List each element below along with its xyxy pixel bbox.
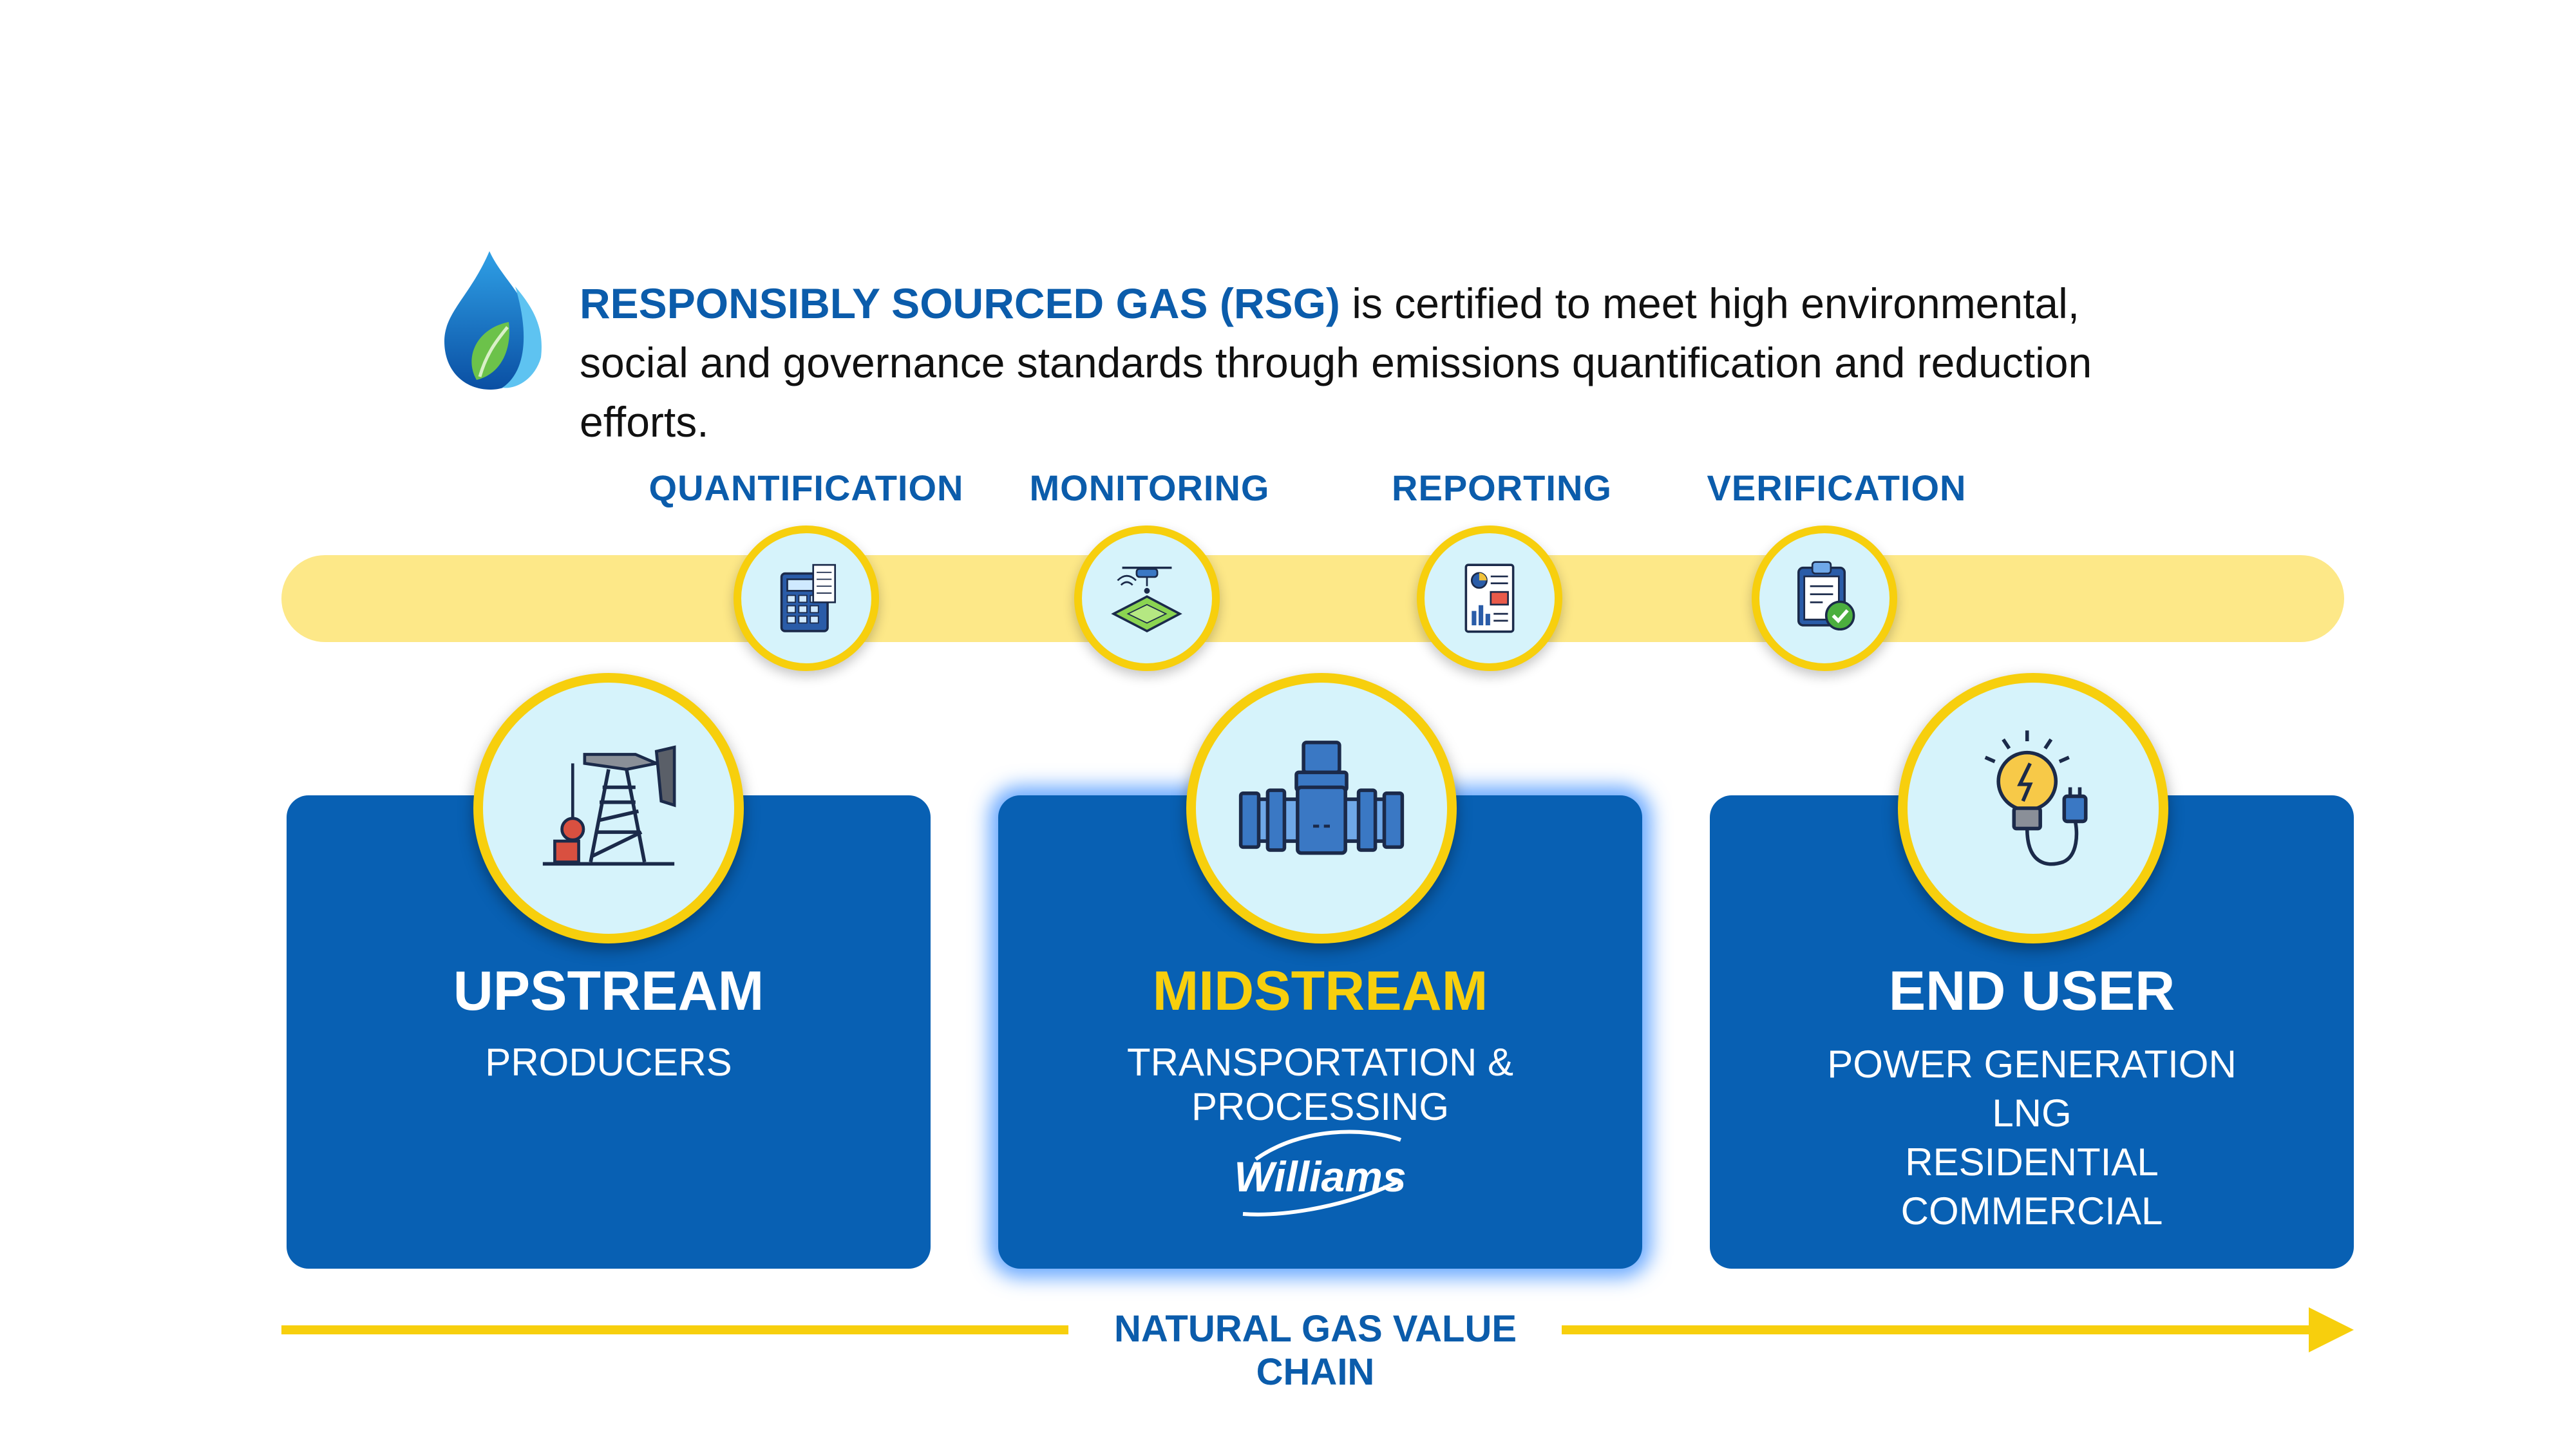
arrow-right-icon — [2309, 1307, 2354, 1352]
williams-logo: Williams — [1234, 1130, 1406, 1217]
stage-icon-circle-end-user — [1898, 673, 2168, 943]
process-track — [281, 555, 2344, 642]
value-chain-line-left — [281, 1325, 1068, 1334]
svg-text:Williams: Williams — [1234, 1153, 1406, 1200]
end-user-item-power-generation: POWER GENERATION — [1827, 1043, 2237, 1086]
stage-card-midstream: MIDSTREAM TRANSPORTATION & PROCESSING Wi… — [998, 795, 1642, 1269]
report-icon — [1464, 564, 1515, 633]
step-label-reporting: REPORTING — [1392, 468, 1612, 508]
stage-card-end-user: END USER POWER GENERATION LNG RESIDENTIA… — [1710, 795, 2354, 1269]
stage-subtitle-midstream: TRANSPORTATION & PROCESSING — [1126, 1041, 1514, 1128]
stage-title-upstream: UPSTREAM — [453, 960, 764, 1022]
rsg-description: is certified to meet high environmental,… — [580, 279, 2092, 446]
stage-icon-circle-upstream — [473, 673, 744, 943]
step-label-verification: VERIFICATION — [1707, 468, 1967, 508]
stage-title-midstream: MIDSTREAM — [1152, 960, 1488, 1022]
step-label-monitoring: MONITORING — [1029, 468, 1270, 508]
stage-items-end-user: POWER GENERATION LNG RESIDENTIAL COMMERC… — [1710, 1040, 2354, 1236]
step-verification — [1752, 526, 1897, 671]
step-label-quantification: QUANTIFICATION — [649, 468, 964, 508]
calculator-icon — [780, 564, 837, 632]
step-reporting — [1417, 526, 1562, 671]
lightbulb-plug-icon — [1984, 730, 2088, 866]
clipboard-check-icon — [1797, 561, 1855, 631]
end-user-item-lng: LNG — [1992, 1092, 2072, 1135]
drone-icon — [1111, 566, 1182, 632]
step-quantification — [734, 526, 879, 671]
pumpjack-icon — [542, 745, 676, 866]
stage-card-upstream: UPSTREAM PRODUCERS — [287, 795, 931, 1269]
value-chain-label: NATURAL GAS VALUE CHAIN — [1113, 1308, 1517, 1393]
value-chain-line-right — [1562, 1325, 2316, 1334]
rsg-highlight: RESPONSIBLY SOURCED GAS (RSG) — [580, 279, 1340, 327]
stage-icon-circle-midstream — [1186, 673, 1457, 943]
intro-text: RESPONSIBLY SOURCED GAS (RSG) is certifi… — [580, 274, 2190, 451]
flame-leaf-icon — [444, 251, 542, 390]
step-monitoring — [1074, 526, 1220, 671]
stage-title-end-user: END USER — [1888, 960, 2175, 1022]
end-user-item-commercial: COMMERCIAL — [1900, 1189, 2163, 1233]
pipeline-icon — [1238, 741, 1405, 855]
end-user-item-residential: RESIDENTIAL — [1905, 1141, 2159, 1184]
stage-subtitle-upstream: PRODUCERS — [485, 1041, 732, 1084]
